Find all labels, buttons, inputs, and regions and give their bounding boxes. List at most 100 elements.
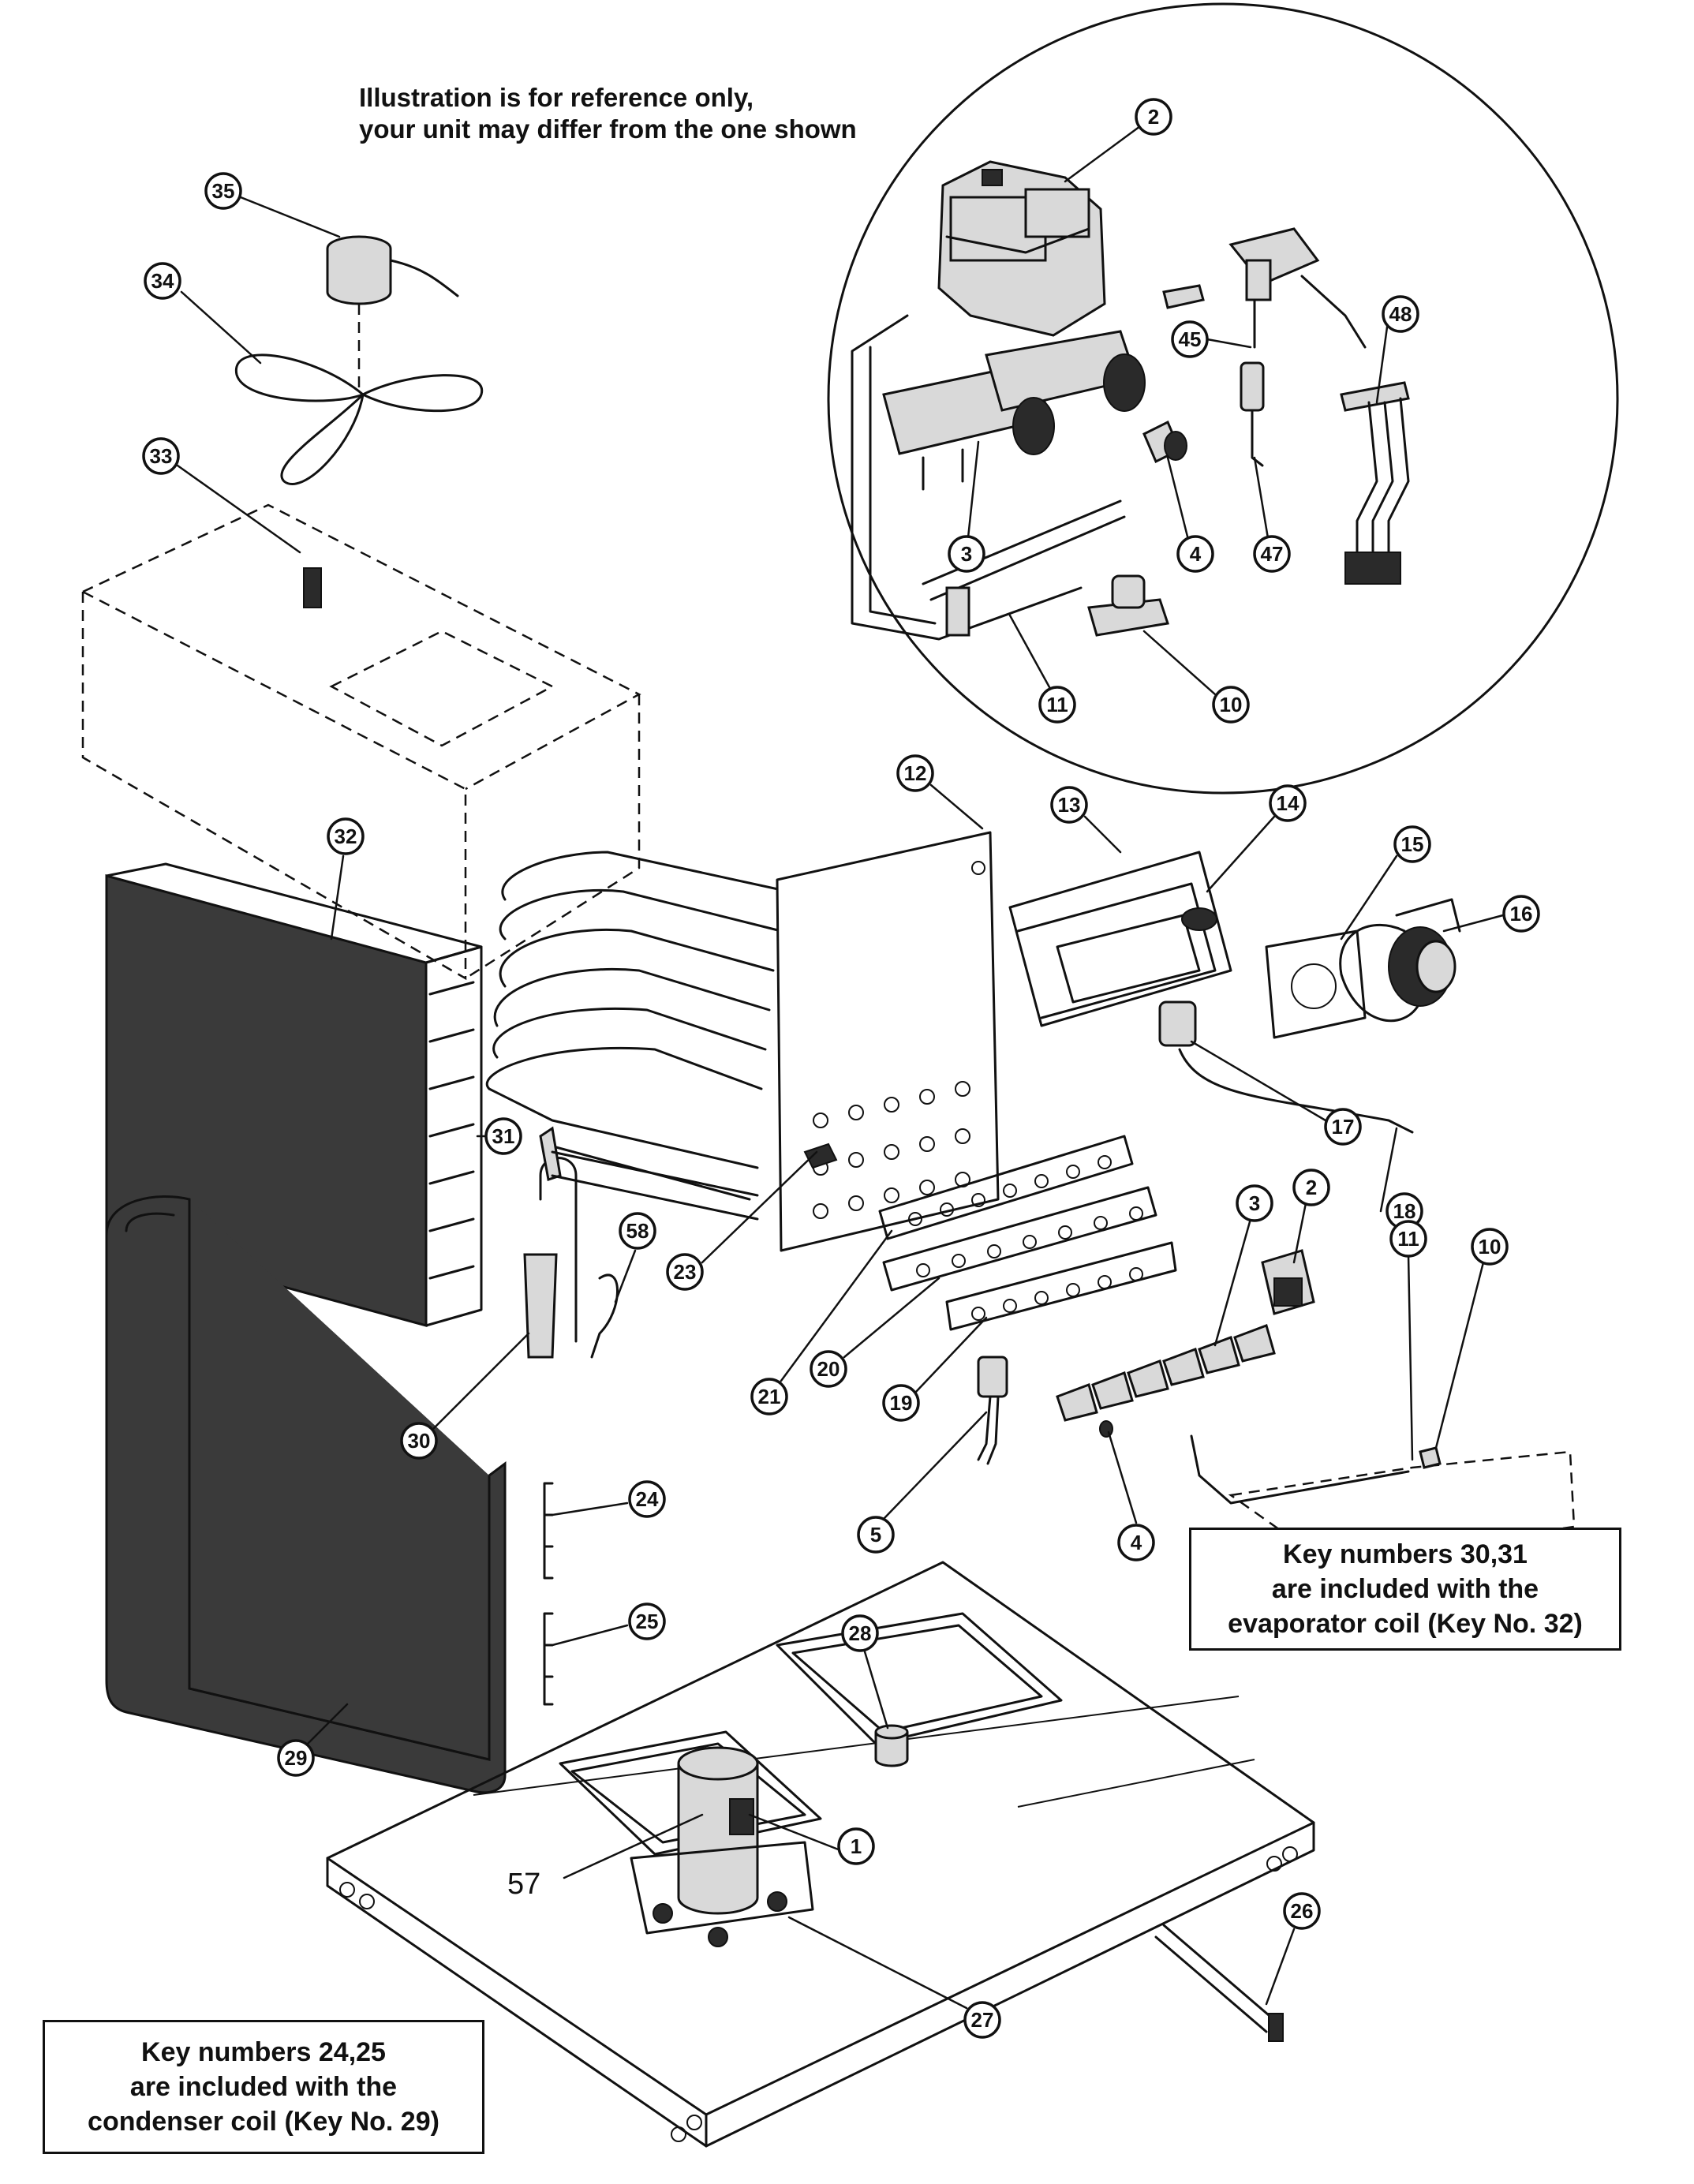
callout-24: 24 bbox=[628, 1480, 666, 1518]
callout-4-detail: 4 bbox=[1176, 535, 1214, 573]
callout-21: 21 bbox=[750, 1378, 788, 1415]
callout-34: 34 bbox=[144, 262, 181, 300]
condenser-note-box: Key numbers 24,25 are included with the … bbox=[43, 2020, 484, 2154]
condenser-note-line-2: are included with the bbox=[129, 2072, 398, 2102]
callout-30: 30 bbox=[400, 1422, 438, 1460]
svg-text:4: 4 bbox=[1190, 542, 1202, 566]
svg-text:18: 18 bbox=[1393, 1199, 1416, 1223]
svg-text:31: 31 bbox=[492, 1124, 515, 1148]
reference-note: Illustration is for reference only, your… bbox=[359, 82, 857, 145]
condenser-note-line-3: condenser coil (Key No. 29) bbox=[88, 2107, 439, 2137]
capacitor bbox=[874, 1724, 909, 1767]
svg-text:3: 3 bbox=[961, 542, 972, 566]
callout-26: 26 bbox=[1283, 1892, 1321, 1930]
base-rail bbox=[1154, 1924, 1284, 2042]
svg-text:20: 20 bbox=[817, 1357, 840, 1381]
base-pan bbox=[326, 1561, 1315, 2148]
detail-circle bbox=[827, 2, 1619, 795]
svg-text:11: 11 bbox=[1397, 1227, 1419, 1251]
svg-text:3: 3 bbox=[1249, 1191, 1260, 1215]
callout-2-detail: 2 bbox=[1135, 98, 1172, 136]
plate-21 bbox=[878, 1135, 1134, 1240]
svg-text:12: 12 bbox=[904, 761, 927, 785]
plate-holes bbox=[908, 1155, 1143, 1321]
callout-12: 12 bbox=[896, 754, 934, 792]
svg-text:29: 29 bbox=[285, 1746, 308, 1770]
bracket-24 bbox=[543, 1482, 554, 1580]
callout-16: 16 bbox=[1502, 895, 1540, 933]
reference-note-line-2: your unit may differ from the one shown bbox=[359, 114, 857, 144]
callout-3-lower: 3 bbox=[1236, 1184, 1273, 1222]
gas-pipe-detail bbox=[851, 314, 1083, 641]
heat-exchanger-panel bbox=[776, 831, 1000, 1252]
burner-box-dashed bbox=[1228, 1450, 1576, 1564]
svg-text:17: 17 bbox=[1332, 1115, 1355, 1139]
evaporator-note-box: Key numbers 30,31 are included with the … bbox=[1189, 1528, 1621, 1651]
fan-blade bbox=[234, 304, 484, 485]
evaporator-note-line-1: Key numbers 30,31 bbox=[1283, 1539, 1528, 1569]
svg-text:35: 35 bbox=[212, 179, 235, 203]
svg-text:11: 11 bbox=[1046, 693, 1068, 716]
condenser-note-line-1: Key numbers 24,25 bbox=[141, 2037, 386, 2067]
compressor bbox=[630, 1746, 814, 1947]
callout-14: 14 bbox=[1269, 784, 1307, 822]
callout-11-detail: 11 bbox=[1038, 686, 1076, 724]
callout-15: 15 bbox=[1393, 825, 1431, 863]
collector-box bbox=[1008, 851, 1232, 1027]
burner-pair-detail bbox=[882, 330, 1146, 491]
svg-text:13: 13 bbox=[1058, 793, 1081, 817]
limit-switch-detail bbox=[1087, 574, 1169, 637]
svg-text:15: 15 bbox=[1401, 832, 1424, 856]
callout-32: 32 bbox=[327, 817, 365, 855]
evaporator-note-line-2: are included with the bbox=[1271, 1574, 1539, 1604]
callout-5: 5 bbox=[857, 1516, 895, 1554]
svg-text:45: 45 bbox=[1179, 327, 1202, 351]
gas-valve-detail bbox=[937, 160, 1106, 337]
callout-29: 29 bbox=[277, 1739, 315, 1777]
leader-lines bbox=[176, 125, 1505, 2010]
callout-23: 23 bbox=[666, 1253, 704, 1291]
svg-text:30: 30 bbox=[408, 1429, 431, 1453]
svg-text:21: 21 bbox=[758, 1385, 781, 1408]
manifold-detail bbox=[922, 499, 1126, 601]
orifice-detail bbox=[1142, 420, 1187, 464]
svg-text:24: 24 bbox=[636, 1487, 659, 1511]
svg-text:58: 58 bbox=[626, 1219, 649, 1243]
callout-58: 58 bbox=[619, 1212, 656, 1250]
svg-text:2: 2 bbox=[1148, 105, 1159, 129]
callout-45: 45 bbox=[1171, 320, 1209, 358]
gasket bbox=[1265, 929, 1367, 1039]
callout-31: 31 bbox=[484, 1117, 522, 1155]
callout-1: 1 bbox=[837, 1827, 875, 1865]
callout-27: 27 bbox=[963, 2001, 1001, 2039]
reference-note-line-1: Illustration is for reference only, bbox=[359, 83, 754, 112]
svg-text:26: 26 bbox=[1291, 1899, 1314, 1923]
callout-25: 25 bbox=[628, 1602, 666, 1640]
callout-4-lower: 4 bbox=[1117, 1524, 1155, 1561]
callout-19: 19 bbox=[882, 1384, 920, 1422]
pressure-switch bbox=[1158, 1000, 1414, 1134]
callout-48: 48 bbox=[1382, 295, 1419, 333]
plate-19 bbox=[945, 1241, 1177, 1331]
callout-17: 17 bbox=[1324, 1108, 1362, 1146]
orifice-lower bbox=[1099, 1420, 1113, 1438]
svg-text:32: 32 bbox=[335, 825, 357, 848]
callout-11-lower: 11 bbox=[1389, 1220, 1427, 1258]
svg-text:25: 25 bbox=[636, 1610, 659, 1633]
distributor-assembly bbox=[523, 1157, 619, 1359]
evaporator-note-line-3: evaporator coil (Key No. 32) bbox=[1228, 1609, 1583, 1639]
limit-switch-lower bbox=[1419, 1446, 1442, 1469]
svg-text:23: 23 bbox=[674, 1260, 697, 1284]
callout-57: 57 bbox=[507, 1868, 540, 1901]
svg-text:2: 2 bbox=[1306, 1176, 1317, 1199]
svg-text:27: 27 bbox=[971, 2008, 994, 2032]
svg-text:19: 19 bbox=[890, 1391, 913, 1415]
inducer-motor bbox=[1339, 898, 1461, 1022]
callout-28: 28 bbox=[841, 1614, 879, 1652]
svg-text:48: 48 bbox=[1389, 302, 1412, 326]
callout-13: 13 bbox=[1050, 786, 1088, 824]
pilot-assembly-detail bbox=[1162, 227, 1410, 585]
manifold-lower bbox=[1190, 1434, 1410, 1505]
